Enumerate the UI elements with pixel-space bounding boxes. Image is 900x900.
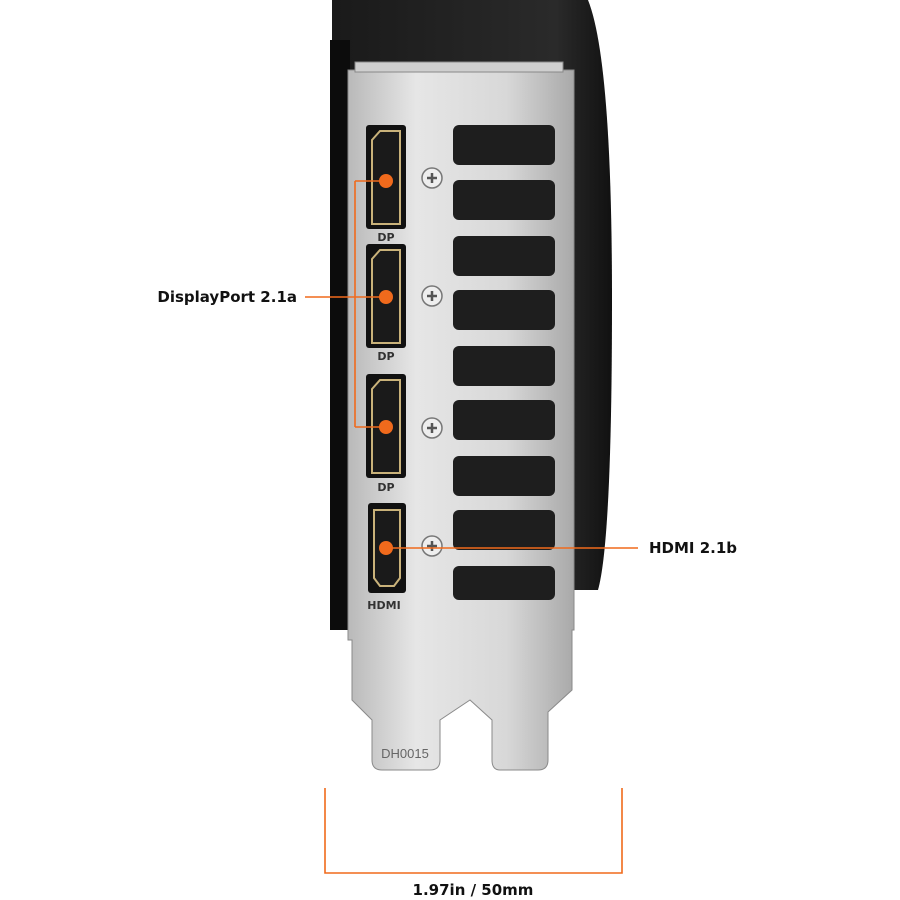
hdmi-label: HDMI 2.1b <box>649 539 737 557</box>
port-label-dp: DP <box>377 350 394 363</box>
dimension-label: 1.97in / 50mm <box>413 881 534 899</box>
port-label-hdmi: HDMI <box>367 599 400 612</box>
vent-slot <box>453 456 555 496</box>
displayport-label: DisplayPort 2.1a <box>157 288 297 306</box>
vent-slot <box>453 566 555 600</box>
callout-dot <box>379 174 393 188</box>
bracket-top-lip <box>354 61 564 73</box>
callout-dots <box>379 174 393 555</box>
screw-icon <box>421 167 443 189</box>
vent-slot <box>453 346 555 386</box>
screw-icon <box>421 417 443 439</box>
port-label-dp: DP <box>377 481 394 494</box>
vent-slot <box>453 125 555 165</box>
bracket-stamp: DH0015 <box>381 746 429 761</box>
dimension-bracket <box>324 788 623 874</box>
vent-slots <box>453 125 555 600</box>
vent-slot <box>453 290 555 330</box>
screws <box>421 167 443 557</box>
card-side-rail <box>330 40 350 630</box>
screw-icon <box>421 535 443 557</box>
port-label-dp: DP <box>377 231 394 244</box>
vent-slot <box>453 236 555 276</box>
vent-slot <box>453 400 555 440</box>
screw-icon <box>421 285 443 307</box>
callout-dot <box>379 420 393 434</box>
vent-slot <box>453 180 555 220</box>
vent-slot <box>453 510 555 550</box>
callout-dot <box>379 290 393 304</box>
